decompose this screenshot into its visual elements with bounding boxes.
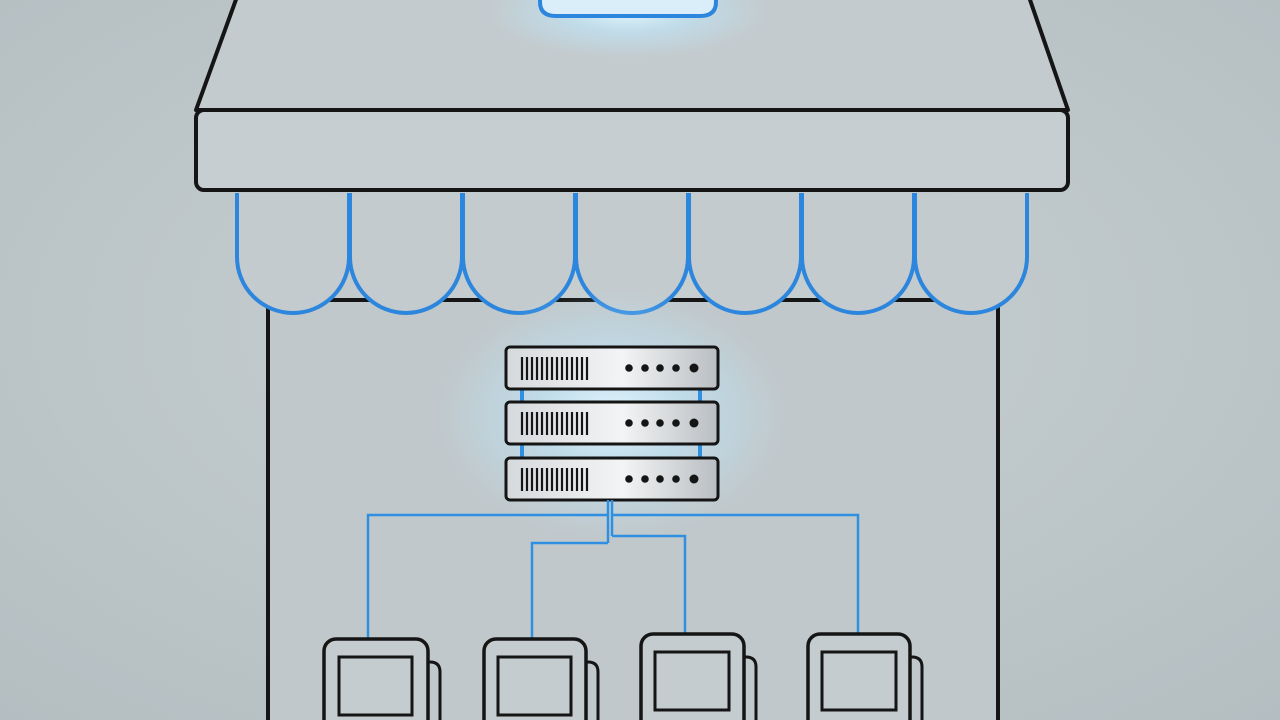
network-link <box>612 513 860 634</box>
status-lights-icon <box>625 418 699 428</box>
network-link <box>612 534 687 634</box>
terminal-screen <box>337 655 414 717</box>
awning-scallop <box>461 193 577 315</box>
vent-grille-icon <box>520 468 589 491</box>
terminal-screen <box>496 655 573 717</box>
fascia-board <box>194 108 1070 192</box>
status-lights-icon <box>625 363 699 373</box>
server-rack <box>504 345 720 502</box>
terminals <box>322 632 924 720</box>
network-link <box>366 513 608 638</box>
terminal-device <box>806 632 924 720</box>
terminal-screen <box>820 650 898 712</box>
server-unit <box>504 456 720 502</box>
network-lines <box>366 500 860 638</box>
server-unit <box>504 400 720 446</box>
server-unit <box>504 345 720 391</box>
awning-scallop <box>687 193 803 315</box>
status-lights-icon <box>625 474 699 484</box>
terminal-screen <box>653 650 731 712</box>
awning-scallop <box>800 193 916 315</box>
terminal-device <box>482 637 600 720</box>
terminal-device <box>639 632 758 720</box>
network-link <box>530 541 608 638</box>
awning-scallop <box>348 193 464 315</box>
awning-scallop <box>235 193 351 315</box>
awning <box>235 193 1029 315</box>
awning-scallop <box>913 193 1029 315</box>
terminal-device <box>322 637 442 720</box>
vent-grille-icon <box>520 357 589 380</box>
vent-grille-icon <box>520 412 589 435</box>
roof-sign <box>538 0 718 18</box>
